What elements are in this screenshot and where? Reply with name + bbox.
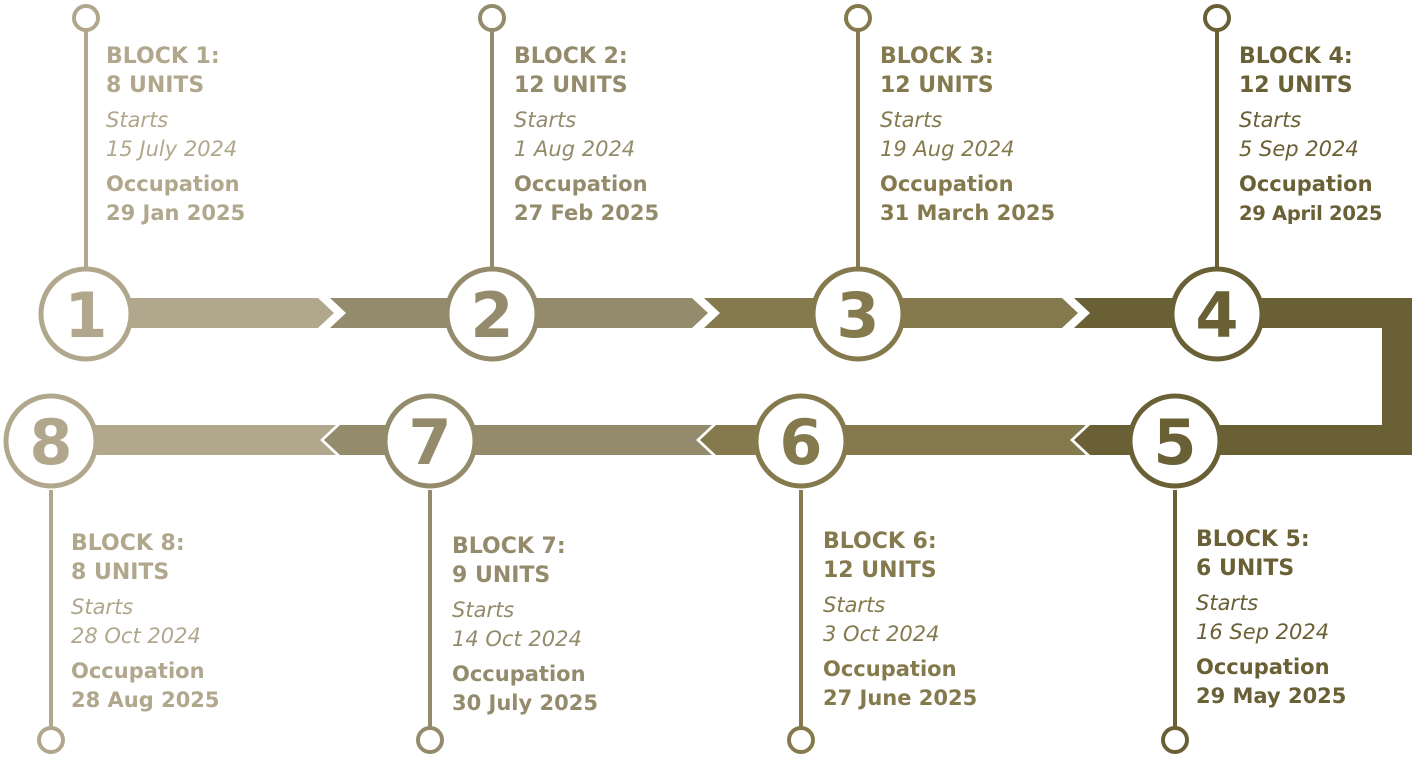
occupation-label: Occupation (71, 659, 205, 683)
block-title: BLOCK 3: (880, 44, 994, 69)
stem-5 (1161, 490, 1189, 754)
step-circle-7: 7 (382, 393, 478, 489)
stem-6 (787, 490, 815, 754)
starts-label: Starts (880, 108, 943, 132)
block-title: BLOCK 2: (514, 44, 628, 69)
occupation-label: Occupation (1239, 172, 1373, 196)
stem-2 (478, 4, 506, 268)
block-units: 12 UNITS (880, 73, 994, 98)
starts-label: Starts (106, 108, 169, 132)
stem-dot-5 (1161, 726, 1189, 754)
block-title: BLOCK 7: (452, 534, 566, 559)
block-units: 12 UNITS (514, 73, 628, 98)
starts-label: Starts (514, 108, 577, 132)
starts-label: Starts (71, 595, 134, 619)
step-circle-2: 2 (444, 266, 540, 362)
stem-dot-1 (72, 4, 100, 32)
arrow-segment-5 (1074, 425, 1412, 455)
starts-date: 1 Aug 2024 (514, 137, 636, 161)
starts-date: 19 Aug 2024 (880, 137, 1015, 161)
block-units: 6 UNITS (1196, 556, 1295, 581)
stem-8 (37, 490, 65, 754)
occupation-label: Occupation (106, 172, 240, 196)
occupation-label: Occupation (823, 657, 957, 681)
block-title: BLOCK 6: (823, 529, 937, 554)
starts-date: 15 July 2024 (106, 137, 238, 161)
occupation-date: 27 June 2025 (823, 686, 978, 710)
arrow-segment-1 (120, 298, 334, 328)
step-circle-1: 1 (38, 266, 134, 362)
block-info-3: BLOCK 3: 12 UNITS Starts 19 Aug 2024 Occ… (880, 42, 1140, 228)
stem-1 (72, 4, 100, 268)
block-info-2: BLOCK 2: 12 UNITS Starts 1 Aug 2024 Occu… (514, 42, 774, 228)
occupation-date: 29 April 2025 (1239, 202, 1383, 225)
block-units: 9 UNITS (452, 563, 551, 588)
step-number-1: 1 (64, 279, 107, 352)
occupation-date: 27 Feb 2025 (514, 201, 660, 225)
arrow-segment-8 (95, 425, 336, 455)
step-number-7: 7 (408, 406, 451, 479)
starts-date: 3 Oct 2024 (823, 622, 940, 646)
stem-3 (844, 4, 872, 268)
block-title: BLOCK 4: (1239, 44, 1353, 69)
step-circle-3: 3 (810, 266, 906, 362)
stem-dot-7 (416, 726, 444, 754)
starts-date: 16 Sep 2024 (1196, 620, 1330, 644)
block-info-4: BLOCK 4: 12 UNITS Starts 5 Sep 2024 Occu… (1239, 42, 1414, 228)
step-circle-4: 4 (1169, 266, 1265, 362)
occupation-label: Occupation (880, 172, 1014, 196)
block-units: 12 UNITS (823, 558, 937, 583)
step-circle-5: 5 (1127, 393, 1223, 489)
occupation-date: 30 July 2025 (452, 691, 598, 715)
block-info-1: BLOCK 1: 8 UNITS Starts 15 July 2024 Occ… (106, 42, 366, 228)
step-number-3: 3 (836, 279, 879, 352)
stem-7 (416, 490, 444, 754)
block-title: BLOCK 1: (106, 44, 220, 69)
stem-dot-3 (844, 4, 872, 32)
starts-label: Starts (452, 598, 515, 622)
stem-dot-6 (787, 726, 815, 754)
block-title: BLOCK 8: (71, 531, 185, 556)
step-number-4: 4 (1195, 279, 1238, 352)
starts-label: Starts (1196, 591, 1259, 615)
block-info-6: BLOCK 6: 12 UNITS Starts 3 Oct 2024 Occu… (823, 527, 1083, 713)
step-number-2: 2 (470, 279, 513, 352)
step-circle-8: 8 (3, 393, 99, 489)
block-info-8: BLOCK 8: 8 UNITS Starts 28 Oct 2024 Occu… (71, 529, 331, 715)
occupation-label: Occupation (452, 662, 586, 686)
arrow-segment-7 (324, 425, 712, 455)
block-units: 12 UNITS (1239, 73, 1353, 98)
block-units: 8 UNITS (71, 560, 170, 585)
starts-date: 14 Oct 2024 (452, 627, 582, 651)
step-number-6: 6 (779, 406, 822, 479)
stem-dot-2 (478, 4, 506, 32)
occupation-date: 28 Aug 2025 (71, 688, 220, 712)
step-number-8: 8 (29, 406, 72, 479)
occupation-date: 29 May 2025 (1196, 684, 1347, 708)
block-title: BLOCK 5: (1196, 527, 1310, 552)
occupation-label: Occupation (514, 172, 648, 196)
occupation-date: 29 Jan 2025 (106, 201, 246, 225)
stem-dot-4 (1203, 4, 1231, 32)
occupation-label: Occupation (1196, 655, 1330, 679)
stem-4 (1203, 4, 1231, 268)
step-circle-6: 6 (753, 393, 849, 489)
step-number-5: 5 (1153, 406, 1196, 479)
starts-date: 5 Sep 2024 (1239, 137, 1359, 161)
stem-dot-8 (37, 726, 65, 754)
block-units: 8 UNITS (106, 73, 205, 98)
starts-label: Starts (1239, 108, 1302, 132)
occupation-date: 31 March 2025 (880, 201, 1056, 225)
starts-date: 28 Oct 2024 (71, 624, 201, 648)
block-info-7: BLOCK 7: 9 UNITS Starts 14 Oct 2024 Occu… (452, 532, 712, 718)
starts-label: Starts (823, 593, 886, 617)
block-info-5: BLOCK 5: 6 UNITS Starts 16 Sep 2024 Occu… (1196, 525, 1411, 711)
